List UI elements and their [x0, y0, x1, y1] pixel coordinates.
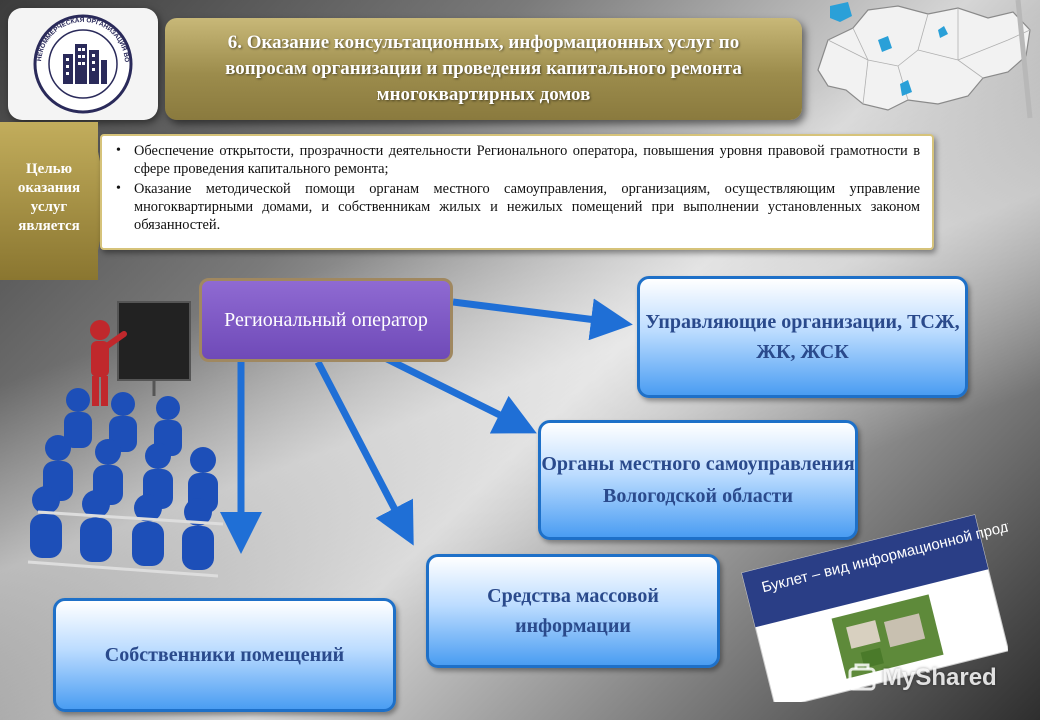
- presenter-figure: [90, 320, 127, 406]
- bullet-marker: •: [116, 143, 121, 158]
- organization-seal: НЕКОММЕРЧЕСКАЯ ОРГАНИЗАЦИЯ ВОЛОГОДСКОЙ О…: [8, 8, 158, 120]
- region-outline: [817, 5, 1031, 111]
- goal-bullet-text: Оказание методической помощи органам мес…: [134, 181, 920, 233]
- watermark: MyShared: [848, 660, 997, 696]
- local-government-box: Органы местного самоуправления Вологодск…: [538, 420, 858, 540]
- page-title: 6. Оказание консультационных, информацио…: [225, 32, 742, 105]
- audience-illustration: [27, 301, 224, 578]
- arrow-to-local-gov: [383, 354, 537, 434]
- goals-panel: • Обеспечение открытости, прозрачности д…: [100, 134, 934, 250]
- blackboard: [117, 301, 191, 381]
- mass-media-box: Средства массовой информации: [426, 554, 720, 668]
- title-banner: 6. Оказание консультационных, информацио…: [165, 18, 802, 120]
- arrow-to-media: [314, 360, 414, 546]
- goal-label-text: Целью оказания услуг является: [17, 161, 81, 234]
- seal-logo: НЕКОММЕРЧЕСКАЯ ОРГАНИЗАЦИЯ ВОЛОГОДСКОЙ О…: [23, 12, 133, 114]
- property-owners-box: Собственники помещений: [53, 598, 396, 712]
- region-map-image: [817, 0, 1033, 119]
- regional-operator-box: Региональный оператор: [199, 278, 453, 362]
- arrow-to-management: [452, 298, 633, 341]
- goal-bullet-item: • Оказание методической помощи органам м…: [116, 180, 920, 234]
- booklet-image: Буклет – вид информационной продукции: [741, 512, 1008, 702]
- bullet-marker: •: [116, 181, 121, 196]
- watermark-text: MyShared: [882, 664, 997, 691]
- watermark-logo-icon: [848, 663, 876, 691]
- goal-bullet-item: • Обеспечение открытости, прозрачности д…: [116, 142, 920, 178]
- management-organizations-box: Управляющие организации, ТСЖ, ЖК, ЖСК: [637, 276, 968, 398]
- goal-label-arrow: Целью оказания услуг является: [0, 122, 108, 280]
- goal-bullet-text: Обеспечение открытости, прозрачности дея…: [134, 143, 920, 177]
- lake-shape: [830, 2, 852, 22]
